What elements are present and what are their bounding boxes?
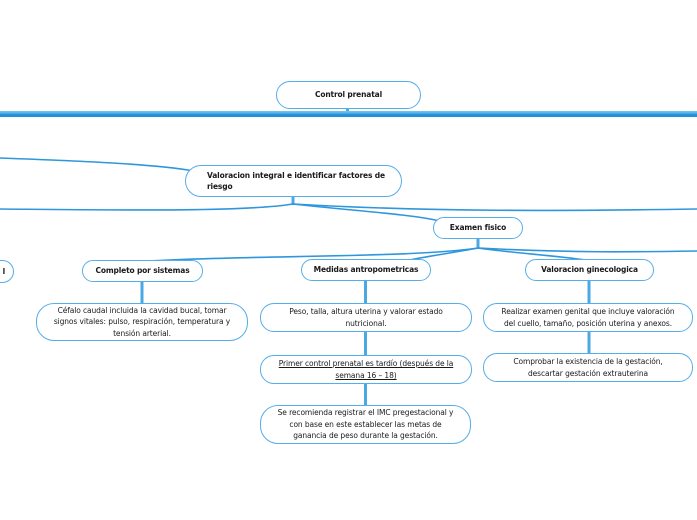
note-line: Comprobar la existencia de la gestación, — [513, 357, 663, 366]
note-line: Se recomienda registrar el IMC pregestac… — [277, 408, 454, 418]
connector-parent-valoracion — [0, 157, 195, 172]
note-primer-control-tardio[interactable]: Primer control prenatal es tardío (despu… — [260, 355, 472, 384]
note-line: descartar gestación extrauterina — [527, 368, 648, 378]
node-label: Valoracion integral e identificar factor… — [207, 171, 385, 180]
note-line: Realizar examen genital que incluye valo… — [501, 307, 675, 316]
note-line: con base en este establecer las metas de — [289, 419, 442, 429]
note-line: Primer control prenatal es tardío (despu… — [278, 359, 454, 368]
note-line: Peso, talla, altura uterina y valorar es… — [289, 307, 443, 316]
node-label: Examen fisico — [449, 223, 507, 232]
node-label: riesgo — [207, 182, 233, 191]
note-realizar-examen-genital[interactable]: Realizar examen genital que incluye valo… — [483, 303, 693, 332]
connector-examen-right-edge — [477, 247, 697, 253]
note-line: tensión arterial. — [113, 328, 171, 338]
node-label: Valoracion ginecologica — [541, 265, 638, 274]
connector-valoracion-right-edge — [292, 203, 697, 212]
note-comprobar-gestacion[interactable]: Comprobar la existencia de la gestación,… — [483, 353, 693, 382]
note-line: nutricional. — [345, 318, 387, 328]
node-medidas-antropometricas[interactable]: Medidas antropometricas — [301, 259, 431, 281]
node-valoracion-integral[interactable]: Valoracion integral e identificar factor… — [185, 165, 402, 197]
node-label: Completo por sistemas — [95, 266, 190, 275]
node-control-prenatal[interactable]: Control prenatal — [276, 81, 421, 109]
note-line: Céfalo caudal incluida la cavidad bucal,… — [57, 305, 227, 315]
node-label: Medidas antropometricas — [313, 265, 419, 274]
note-line: ganancia de peso durante la gestación. — [293, 431, 438, 441]
node-examen-fisico[interactable]: Examen fisico — [433, 217, 523, 239]
connector-valoracion-examen — [292, 203, 441, 222]
note-line: signos vitales: pulso, respiración, temp… — [53, 317, 231, 327]
node-completo-por-sistemas[interactable]: Completo por sistemas — [82, 260, 203, 282]
note-line: del cuello, tamaño, posición uterina y a… — [503, 318, 673, 328]
connector-examen-completo — [149, 247, 479, 262]
level1-branch-line — [0, 111, 697, 117]
connector-valoracion-left-edge — [0, 203, 294, 211]
node-valoracion-ginecologica[interactable]: Valoracion ginecologica — [525, 259, 654, 281]
note-line: semana 16 – 18) — [335, 370, 397, 380]
note-cefalo-caudal[interactable]: Céfalo caudal incluida la cavidad bucal,… — [36, 303, 248, 341]
note-imc-pregestacional[interactable]: Se recomienda registrar el IMC pregestac… — [260, 405, 471, 444]
note-peso-talla[interactable]: Peso, talla, altura uterina y valorar es… — [260, 303, 472, 332]
node-label: Control prenatal — [315, 90, 382, 99]
node-label: l — [2, 266, 6, 276]
